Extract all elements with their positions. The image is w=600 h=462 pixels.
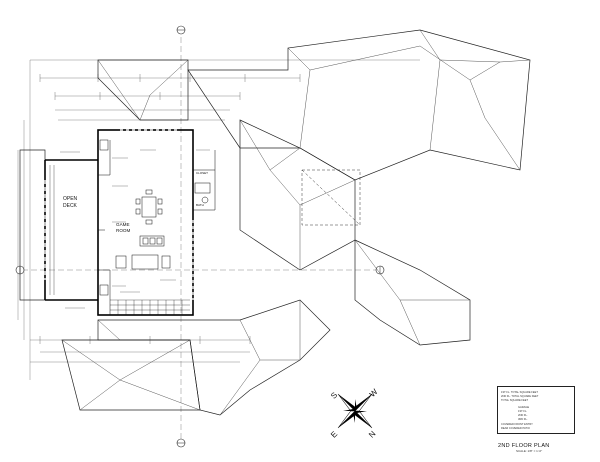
- plan-scale: SCALE: 1/8" = 1'-0": [516, 449, 543, 453]
- room-label-bath: BATH: [196, 203, 204, 207]
- compass-north: N: [367, 429, 378, 440]
- plan-title: 2ND FLOOR PLAN: [498, 443, 550, 449]
- note-3rd-fl: 3RD FL.: [518, 417, 528, 421]
- note-garage: GARAGE: [518, 405, 529, 409]
- compass-east: E: [329, 430, 339, 440]
- square-footage-table: 1ST FL. TOTAL SQUARE FEET 2ND FL. TOTAL …: [497, 386, 575, 434]
- room-label-open-deck-1: OPEN: [63, 196, 78, 202]
- room-label-game-room-1: GAME: [116, 222, 130, 227]
- room-label-open-deck-2: DECK: [63, 203, 78, 209]
- note-2nd-fl: 2ND FL.: [518, 413, 528, 417]
- note-1st-fl: 1ST FL.: [518, 409, 527, 413]
- note-1st-fl-total: 1ST FL. TOTAL SQUARE FEET: [501, 390, 538, 394]
- axis-markers: [15, 25, 385, 448]
- room-label-game-room-2: ROOM: [116, 228, 130, 233]
- note-rear-covered-patio: REAR COVERED PATIO: [501, 426, 530, 430]
- dimension-lines: [17, 59, 420, 380]
- note-2nd-fl-total: 2ND FL. TOTAL SQUARE FEET: [501, 394, 539, 398]
- note-covered-front-entry: COVERED FRONT ENTRY: [501, 422, 533, 426]
- compass-south: S: [329, 391, 339, 401]
- note-total: TOTAL SQUARE FEET: [501, 398, 528, 402]
- second-floor-walls: [44, 129, 216, 316]
- compass-rose: W S E N: [329, 387, 380, 440]
- title-block: 2ND FLOOR PLAN SCALE: 1/8" = 1'-0": [498, 443, 578, 459]
- roof-plan: [19, 29, 531, 416]
- room-label-closet: CLOSET: [196, 171, 208, 175]
